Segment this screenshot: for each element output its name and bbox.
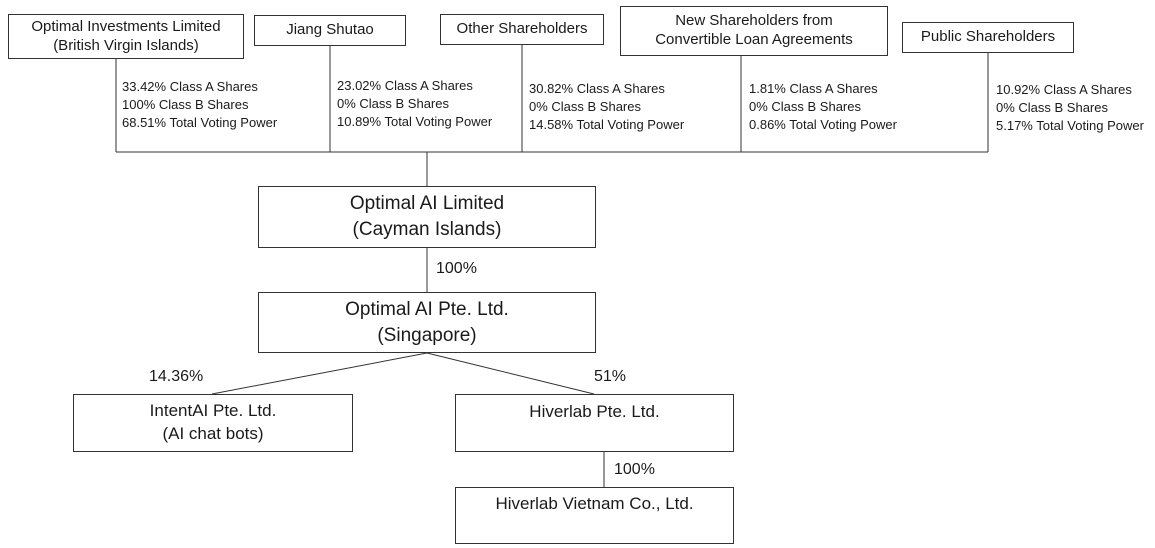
entity-box-intentai: IntentAI Pte. Ltd. (AI chat bots): [73, 394, 353, 452]
entity-jurisdiction: (Cayman Islands): [352, 219, 502, 240]
stat-class-a: 30.82% Class A Shares: [529, 81, 665, 96]
entity-box-optimal-ai-limited: Optimal AI Limited (Cayman Islands): [258, 186, 596, 248]
shareholder-name-line: New Shareholders from: [675, 12, 833, 30]
ownership-label-singapore-to-intentai: 14.36%: [149, 368, 204, 385]
entity-box-optimal-ai-pte: Optimal AI Pte. Ltd. (Singapore): [258, 292, 596, 353]
stat-class-b: 0% Class B Shares: [529, 99, 641, 114]
shareholder-box-public-shareholders: Public Shareholders: [902, 22, 1074, 53]
shareholder-stats-new-shareholders: 1.81% Class A Shares 0% Class B Shares 0…: [749, 80, 897, 134]
ownership-label-parent-to-singapore: 100%: [436, 260, 477, 277]
shareholder-box-other-shareholders: Other Shareholders: [440, 14, 604, 45]
entity-jurisdiction: (Singapore): [377, 324, 477, 346]
shareholder-name-line: Optimal Investments Limited: [31, 17, 221, 35]
entity-box-hiverlab: Hiverlab Pte. Ltd.: [455, 394, 734, 452]
shareholder-name-line: Convertible Loan Agreements: [655, 31, 853, 48]
entity-name: IntentAI Pte. Ltd.: [149, 401, 277, 421]
shareholder-name-line: Jiang Shutao: [286, 21, 374, 39]
entity-name: Hiverlab Vietnam Co., Ltd.: [495, 494, 694, 513]
stat-voting-power: 5.17% Total Voting Power: [996, 118, 1144, 133]
stat-voting-power: 0.86% Total Voting Power: [749, 117, 897, 132]
stat-class-b: 0% Class B Shares: [337, 96, 449, 111]
shareholder-name-line: (British Virgin Islands): [53, 36, 199, 54]
ownership-label-singapore-to-hiverlab: 51%: [594, 368, 627, 385]
shareholder-name-line: Other Shareholders: [456, 20, 588, 38]
entity-name: Hiverlab Pte. Ltd.: [529, 402, 660, 421]
entity-name: Optimal AI Pte. Ltd.: [345, 298, 509, 320]
singapore-to-intentai-line: [211, 352, 428, 395]
stat-class-b: 0% Class B Shares: [749, 99, 861, 114]
stat-class-b: 100% Class B Shares: [122, 97, 249, 112]
shareholder-stats-optimal-investments: 33.42% Class A Shares 100% Class B Share…: [122, 78, 277, 132]
stat-voting-power: 68.51% Total Voting Power: [122, 115, 278, 130]
stat-voting-power: 10.89% Total Voting Power: [337, 114, 493, 129]
entity-description: (AI chat bots): [162, 424, 264, 443]
shareholder-box-optimal-investments: Optimal Investments Limited (British Vir…: [8, 14, 244, 59]
stat-class-a: 10.92% Class A Shares: [996, 82, 1132, 97]
stat-class-a: 33.42% Class A Shares: [122, 79, 258, 94]
ownership-label-hiverlab-to-vietnam: 100%: [614, 461, 655, 478]
shareholder-stats-jiang-shutao: 23.02% Class A Shares 0% Class B Shares …: [337, 77, 492, 131]
shareholder-box-jiang-shutao: Jiang Shutao: [254, 15, 406, 46]
shareholder-stats-public-shareholders: 10.92% Class A Shares 0% Class B Shares …: [996, 81, 1144, 135]
entity-box-hiverlab-vietnam: Hiverlab Vietnam Co., Ltd.: [455, 487, 734, 544]
stat-class-b: 0% Class B Shares: [996, 100, 1108, 115]
entity-name: Optimal AI Limited: [349, 193, 505, 215]
shareholder-name-line: Public Shareholders: [920, 28, 1056, 46]
shareholder-box-new-shareholders: New Shareholders from Convertible Loan A…: [620, 6, 888, 56]
stat-class-a: 23.02% Class A Shares: [337, 78, 473, 93]
singapore-to-hiverlab-line: [426, 352, 595, 395]
shareholder-stats-other-shareholders: 30.82% Class A Shares 0% Class B Shares …: [529, 80, 684, 134]
stat-class-a: 1.81% Class A Shares: [749, 81, 878, 96]
stat-voting-power: 14.58% Total Voting Power: [529, 117, 685, 132]
